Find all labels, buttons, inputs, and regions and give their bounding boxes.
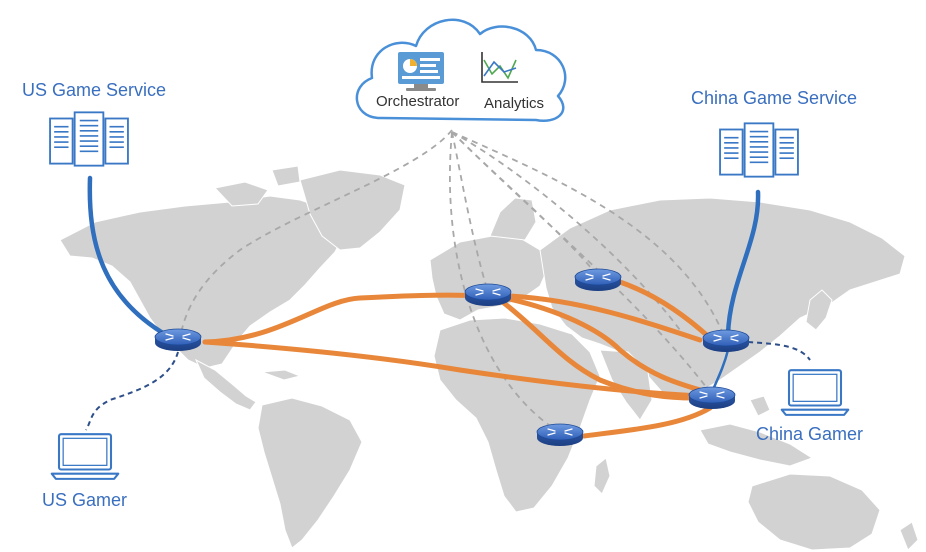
arctic-islands-landmass xyxy=(214,165,301,207)
orch-link-europe-router xyxy=(451,131,489,293)
orch-link-us-router xyxy=(179,129,453,339)
gamer-links xyxy=(85,341,811,431)
cloud-shape xyxy=(355,18,567,123)
link-china-service-router xyxy=(725,189,761,337)
analytics-chart-icon xyxy=(481,52,518,83)
server-rack-icon xyxy=(49,111,129,167)
greenland-landmass xyxy=(299,169,406,251)
us-gamer-label: US Gamer xyxy=(42,490,127,510)
central-america-landmass xyxy=(194,358,302,411)
link-us-service-router xyxy=(87,175,178,343)
africa-landmass xyxy=(433,317,601,513)
southeast-asia-islands xyxy=(699,395,814,467)
router-us xyxy=(154,328,202,351)
south-america-landmass xyxy=(257,397,363,549)
link-europe-sea xyxy=(497,297,698,401)
japan-landmass xyxy=(805,289,833,331)
orch-link-loop xyxy=(451,131,681,331)
world-map xyxy=(59,165,919,551)
server-rack-icon xyxy=(719,122,799,178)
laptop-icon xyxy=(50,433,120,480)
china-gamer-label: China Gamer xyxy=(756,424,863,444)
backbone-links xyxy=(202,279,713,439)
orch-link-sea-router xyxy=(451,131,711,393)
us-service-label: US Game Service xyxy=(22,80,166,100)
dashboard-icon xyxy=(398,52,444,91)
link-russia-china xyxy=(617,279,713,341)
analytics-label: Analytics xyxy=(484,95,544,112)
china-service-label: China Game Service xyxy=(691,88,857,108)
laptop-icon xyxy=(780,369,850,416)
orch-link-china-router xyxy=(451,131,725,337)
orch-link-africa-router xyxy=(449,131,557,431)
link-europe-china-south xyxy=(502,295,703,393)
new-zealand-landmass xyxy=(899,521,919,551)
australia-landmass xyxy=(747,473,881,551)
router-africa xyxy=(536,423,584,446)
link-africa-sea xyxy=(581,405,713,439)
router-southeast-asia xyxy=(688,386,736,409)
north-america-landmass xyxy=(59,195,346,369)
cloud-panel: Orchestrator Analytics xyxy=(355,18,567,123)
madagascar-landmass xyxy=(593,457,611,495)
link-china-gamer xyxy=(747,341,811,361)
router-europe xyxy=(464,283,512,306)
router-russia xyxy=(574,268,622,291)
link-us-gamer xyxy=(85,351,179,431)
link-us-europe xyxy=(202,292,491,345)
link-europe-china xyxy=(507,293,703,343)
router-china xyxy=(702,329,750,352)
orchestration-links xyxy=(179,129,725,431)
europe-landmass xyxy=(429,235,549,321)
orchestrator-label: Orchestrator xyxy=(376,93,459,110)
scandinavia-landmass xyxy=(489,197,537,241)
